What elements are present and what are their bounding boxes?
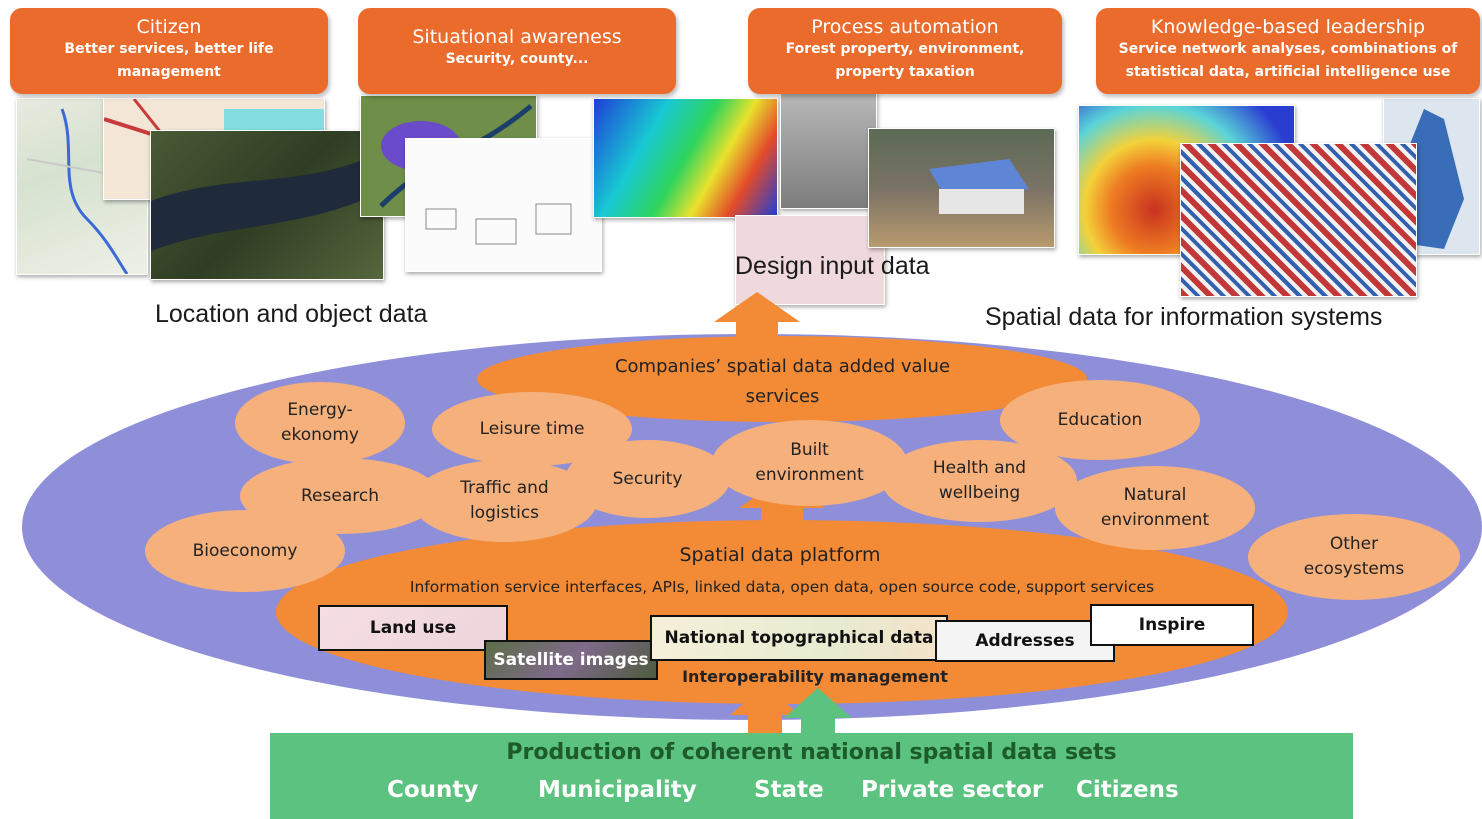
source-private-sector: Private sector — [861, 777, 1044, 803]
sector-energy-economy: Energy-ekonomy — [235, 382, 405, 464]
up-arrow-design — [714, 292, 800, 345]
source-municipality: Municipality — [538, 777, 697, 803]
dataset-addresses: Addresses — [935, 620, 1115, 662]
sector-label: Leisure time — [479, 418, 585, 439]
process-automation-title: Process automation — [811, 16, 999, 38]
location-data-caption: Location and object data — [155, 300, 428, 328]
dataset-label: Inspire — [1138, 615, 1206, 635]
city-model-image — [780, 92, 877, 209]
sector-label: Traffic and logistics — [460, 478, 549, 523]
dataset-label: National topographical data — [664, 628, 934, 648]
knowledge-leadership-title: Knowledge-based leadership — [1150, 16, 1426, 38]
citizen-title: Citizen — [136, 16, 202, 38]
sector-label: Other ecosystems — [1303, 534, 1405, 579]
spatial-is-caption: Spatial data for information systems — [985, 303, 1383, 331]
elevation-model-image — [593, 98, 778, 218]
situational-awareness-subtitle: Security, county... — [445, 51, 589, 67]
sector-label: Built environment — [755, 440, 864, 485]
added-value-label: Companies’ spatial data added value serv… — [614, 356, 951, 407]
citizen-subtitle: Better services, better life management — [64, 41, 274, 80]
platform-title: Spatial data platform — [679, 544, 881, 566]
sector-built-environment: Built environment — [712, 420, 907, 506]
dataset-label: Satellite images — [493, 650, 649, 670]
situational-awareness-box: Situational awareness Security, county..… — [358, 8, 676, 94]
sector-label: Natural environment — [1100, 485, 1210, 530]
building-3d-image — [868, 128, 1055, 248]
sector-label: Education — [1057, 409, 1143, 430]
process-automation-subtitle: Forest property, environment, property t… — [785, 41, 1025, 80]
production-title: Production of coherent national spatial … — [506, 740, 1117, 765]
sector-security: Security — [565, 440, 730, 518]
source-state: State — [754, 777, 824, 803]
sector-education: Education — [1000, 380, 1200, 460]
design-map-image — [735, 215, 885, 305]
source-county: County — [387, 777, 479, 803]
dataset-label: Land use — [369, 618, 457, 638]
dataset-national-topographical: National topographical data — [650, 615, 948, 661]
dataset-inspire: Inspire — [1090, 604, 1254, 646]
process-automation-box: Process automation Forest property, envi… — [748, 8, 1062, 94]
sector-label: Research — [301, 485, 379, 506]
knowledge-leadership-subtitle: Service network analyses, combinations o… — [1118, 41, 1458, 80]
up-arrow-green — [784, 688, 852, 742]
sector-other-ecosystems: Other ecosystems — [1248, 514, 1460, 600]
knowledge-leadership-box: Knowledge-based leadership Service netwo… — [1096, 8, 1480, 94]
sector-leisure-time: Leisure time — [432, 392, 632, 466]
site-plan-image — [405, 138, 602, 272]
interoperability-label: Interoperability management — [682, 667, 948, 686]
citizen-box: Citizen Better services, better life man… — [10, 8, 328, 94]
sector-bioeconomy: Bioeconomy — [145, 510, 345, 592]
building-cluster-map-image — [1180, 143, 1417, 297]
dataset-land-use: Land use — [318, 605, 508, 651]
sector-label: Energy-ekonomy — [281, 400, 359, 445]
sector-natural-environment: Natural environment — [1055, 466, 1255, 550]
dataset-label: Addresses — [975, 631, 1075, 651]
design-data-caption: Design input data — [735, 252, 930, 280]
aerial-forest-image — [150, 130, 384, 280]
source-citizens: Citizens — [1076, 777, 1179, 803]
sector-label: Security — [612, 468, 683, 489]
dataset-satellite-images: Satellite images — [484, 640, 658, 680]
production-box — [270, 733, 1353, 819]
sector-health-wellbeing: Health and wellbeing — [882, 440, 1077, 522]
platform-subtitle: Information service interfaces, APIs, li… — [409, 578, 1155, 596]
situational-awareness-title: Situational awareness — [412, 26, 622, 48]
sector-label: Health and wellbeing — [932, 458, 1027, 503]
sector-label: Bioeconomy — [192, 540, 298, 561]
added-value-ellipse — [477, 336, 1087, 422]
